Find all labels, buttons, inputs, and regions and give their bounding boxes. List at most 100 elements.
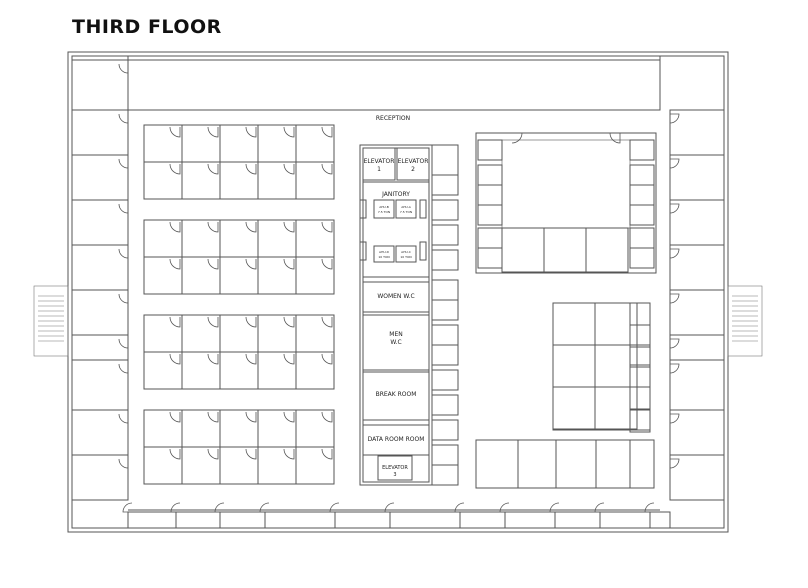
door-swing-5 (169, 163, 181, 175)
right-upper-left-room (477, 204, 503, 226)
door-swing-23 (283, 316, 295, 328)
room-label: WOMEN W.C (377, 293, 414, 300)
cubicle (143, 446, 183, 485)
right-upper-bottom-room (501, 227, 545, 273)
door-swing-37 (245, 448, 257, 460)
cubicle (295, 256, 335, 295)
janitory-room (362, 181, 430, 278)
door-swing-52 (669, 113, 680, 124)
right-upper-right-room (629, 227, 655, 249)
right-upper-right-room (629, 204, 655, 226)
reception-area (127, 59, 661, 111)
cubicle (181, 256, 221, 295)
office-bottom (175, 511, 221, 529)
room-label: JANITORY (381, 191, 410, 198)
ahu-b-unit (373, 199, 395, 219)
elevator-1-shaft (362, 147, 396, 181)
door-swing-43 (118, 113, 129, 124)
door-swing-49 (118, 363, 129, 374)
ahu-d-vent (359, 241, 367, 261)
door-swing-50 (118, 413, 129, 424)
core-side-room (431, 249, 459, 271)
right-bottom-room (595, 439, 631, 489)
door-swing-39 (321, 448, 333, 460)
room-label: BREAK ROOM (376, 391, 417, 398)
data-room (362, 424, 430, 456)
door-swing-25 (169, 353, 181, 365)
cubicle (143, 256, 183, 295)
cubicle (219, 256, 259, 295)
door-swing-18 (283, 258, 295, 270)
door-swing-34 (321, 411, 333, 423)
cubicle (295, 314, 335, 353)
door-swing-41 (609, 132, 621, 144)
right-upper-right-room (629, 247, 655, 269)
cubicle (219, 351, 259, 390)
cubicle (257, 256, 297, 295)
cubicle (181, 161, 221, 200)
right-upper-block (475, 132, 657, 274)
right-lower-side-room (629, 409, 651, 433)
cubicle (295, 161, 335, 200)
stair-east (727, 285, 763, 357)
walls (67, 51, 729, 533)
floor-title: THIRD FLOOR (72, 16, 222, 38)
right-lower-side-room (629, 344, 651, 368)
office-bottom (389, 511, 461, 529)
door-swing-31 (207, 411, 219, 423)
right-upper-left-room (477, 247, 503, 269)
right-upper-bottom-room (543, 227, 587, 273)
right-upper-right-room (629, 184, 655, 206)
door-swing-36 (207, 448, 219, 460)
door-swing-64 (259, 502, 270, 513)
right-lower-room (594, 302, 638, 346)
door-swing-12 (245, 221, 257, 233)
cubicle (219, 314, 259, 353)
office-right (669, 289, 725, 336)
cubicle (257, 446, 297, 485)
room-label: ELEVATOR (364, 158, 395, 165)
right-lower-side-room (629, 302, 651, 326)
right-lower-side-room (629, 386, 651, 410)
core-side-room (431, 344, 459, 366)
office-left (71, 334, 129, 361)
outer-wall-inner (71, 55, 725, 529)
door-swing-0 (169, 126, 181, 138)
door-swing-71 (644, 502, 655, 513)
door-swing-27 (245, 353, 257, 365)
door-swing-30 (169, 411, 181, 423)
core-side-room (431, 199, 459, 221)
room-label: DATA ROOM ROOM (368, 436, 425, 443)
door-swing-47 (118, 293, 129, 304)
office-bottom (334, 511, 391, 529)
right-upper-left-room (477, 227, 503, 249)
room-label: AHU-D (379, 250, 390, 254)
door-swing-4 (321, 126, 333, 138)
room-label: 10 TON (378, 255, 389, 259)
room-label: 3 (393, 472, 396, 478)
cubicle (143, 161, 183, 200)
room-label: AHU-B (379, 205, 389, 209)
room-label: 10 TON (400, 255, 411, 259)
door-swing-21 (207, 316, 219, 328)
stair-west (33, 285, 69, 357)
door-swing-68 (499, 502, 510, 513)
core-side-room (431, 394, 459, 416)
right-lower-room (594, 344, 638, 388)
door-swing-11 (207, 221, 219, 233)
cubicle (257, 161, 297, 200)
door-swing-44 (118, 158, 129, 169)
right-lower-room (552, 302, 596, 346)
right-bottom-corner-room (629, 439, 655, 489)
office-right (669, 109, 725, 156)
door-swing-35 (169, 448, 181, 460)
cubicle (143, 219, 183, 258)
right-upper-left-room (477, 139, 503, 161)
cubicle (143, 314, 183, 353)
door-swing-17 (245, 258, 257, 270)
cubicle (219, 409, 259, 448)
door-swing-60 (669, 458, 680, 469)
right-upper-left-room (477, 184, 503, 206)
room-labels: RECEPTIONELEVATOR1ELEVATOR2JANITORYAHU-B… (364, 115, 429, 478)
door-swing-9 (321, 163, 333, 175)
